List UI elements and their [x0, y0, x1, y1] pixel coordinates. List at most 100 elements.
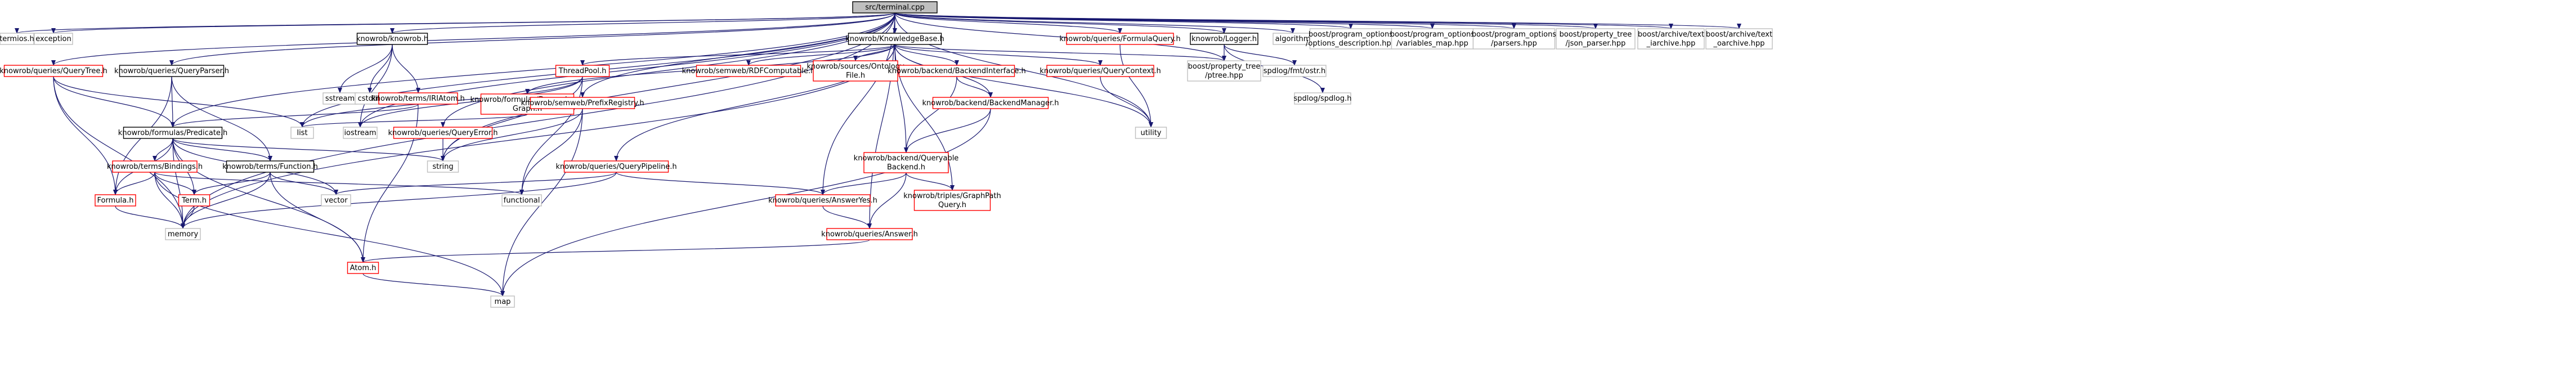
edge-kb-to-ptree — [894, 44, 1226, 61]
edge-querytree-to-predicate — [53, 76, 175, 128]
node-label: knowrob/backend/BackendInterface.h — [888, 67, 1025, 75]
node-bindings[interactable]: knowrob/terms/Bindings.h — [107, 160, 203, 173]
edge-querypipeline-to-vector — [334, 172, 617, 195]
node-label: src/terminal.cpp — [865, 3, 924, 12]
node-po_parsers: boost/program_options/parsers.hpp — [1472, 28, 1556, 50]
edge-threadpool-to-string — [441, 76, 583, 162]
edge-kb-to-backendif — [894, 44, 959, 66]
edge-querycontext-to-utility — [1100, 76, 1153, 128]
node-querytree[interactable]: knowrob/queries/QueryTree.h — [0, 65, 107, 77]
node-label: Atom.h — [350, 264, 377, 272]
edge-bindings-to-formula — [113, 172, 155, 195]
edges-layer — [15, 12, 1741, 297]
node-label: /variables_map.hpp — [1396, 39, 1468, 48]
node-label: knowrob/semweb/RDFComputable.h — [682, 67, 816, 75]
node-functional: functional — [501, 194, 542, 207]
node-box — [775, 194, 871, 207]
node-box — [165, 228, 201, 240]
edge-logger-to-fmt — [1224, 44, 1297, 66]
node-box — [1046, 65, 1154, 77]
edge-threadpool-to-iostream — [358, 76, 583, 128]
node-answeryes[interactable]: knowrob/queries/AnswerYes.h — [768, 194, 877, 207]
node-box — [1262, 65, 1327, 77]
node-predicate[interactable]: knowrob/formulas/Predicate.h — [118, 127, 227, 139]
node-queryparser[interactable]: knowrob/queries/QueryParser.h — [114, 65, 229, 77]
node-iriatom[interactable]: knowrob/terms/IRIAtom.h — [371, 92, 465, 105]
edge-formulaquery-to-utility — [1119, 44, 1153, 128]
node-label: knowrob/queries/QueryPipeline.h — [555, 163, 677, 171]
edge-root-to-queryparser — [169, 12, 895, 66]
node-queryerror[interactable]: knowrob/queries/QueryError.h — [388, 127, 498, 139]
node-root[interactable]: src/terminal.cpp — [852, 1, 938, 14]
edge-knowrob_h-to-cstdlib — [368, 44, 393, 93]
edge-function-to-vector — [270, 172, 338, 195]
node-box — [3, 65, 104, 77]
node-label: knowrob/terms/Bindings.h — [107, 163, 203, 171]
node-spdlog: spdlog/spdlog.h — [1294, 92, 1352, 105]
node-box — [898, 65, 1015, 77]
edge-kb-to-threadpool — [580, 44, 895, 66]
node-label: knowrob/queries/QueryParser.h — [114, 67, 229, 75]
node-threadpool[interactable]: ThreadPool.h — [555, 65, 610, 77]
node-logger[interactable]: knowrob/Logger.h — [1190, 33, 1258, 45]
node-box — [123, 127, 223, 139]
node-kb[interactable]: knowrob/KnowledgeBase.h — [845, 33, 944, 45]
node-po_var: boost/program_options/variables_map.hpp — [1390, 28, 1475, 50]
node-vector: vector — [321, 194, 351, 207]
node-rdfcomputable[interactable]: knowrob/semweb/RDFComputable.h — [682, 65, 816, 77]
edge-threadpool-to-functional — [519, 76, 583, 195]
node-answer[interactable]: knowrob/queries/Answer.h — [821, 228, 918, 240]
edge-answeryes-to-answer — [822, 205, 872, 229]
node-algorithm: algorithm — [1273, 33, 1313, 45]
edge-queryparser-to-function — [171, 76, 272, 162]
node-knowrob_h[interactable]: knowrob/knowrob.h — [356, 33, 428, 45]
node-label: /ptree.hpp — [1205, 71, 1243, 80]
node-label: utility — [1141, 129, 1162, 137]
node-term[interactable]: Term.h — [178, 194, 210, 207]
edge-backendif-to-queryable — [904, 76, 957, 153]
node-box — [1637, 28, 1705, 50]
node-formulaquery[interactable]: knowrob/queries/FormulaQuery.h — [1059, 33, 1181, 45]
node-label: algorithm — [1275, 35, 1311, 43]
edge-prefixreg-to-functional — [519, 108, 583, 195]
node-label: /parsers.hpp — [1491, 39, 1537, 48]
node-label: string — [432, 163, 453, 171]
node-backendif[interactable]: knowrob/backend/BackendInterface.h — [888, 65, 1026, 77]
node-label: knowrob/queries/QueryContext.h — [1040, 67, 1161, 75]
node-label: boost/property_tree — [1560, 30, 1632, 39]
node-box — [178, 194, 210, 207]
node-box — [563, 160, 669, 173]
node-label: boost/archive/text — [1706, 30, 1772, 39]
node-querycontext[interactable]: knowrob/queries/QueryContext.h — [1040, 65, 1161, 77]
node-label: spdlog/spdlog.h — [1294, 95, 1352, 103]
node-archive_ti: boost/archive/text_iarchive.hpp — [1637, 28, 1705, 50]
node-label: ThreadPool.h — [558, 67, 607, 75]
node-function[interactable]: knowrob/terms/Function.h — [222, 160, 318, 173]
edge-prefixreg-to-map — [500, 108, 583, 297]
node-label: boost/program_options — [1390, 30, 1475, 39]
edge-kb-to-utility — [894, 44, 1153, 128]
node-label: knowrob/backend/Queryable — [854, 154, 959, 163]
edge-function-to-term — [192, 172, 271, 195]
node-utility: utility — [1135, 127, 1167, 139]
edge-root-to-formulaquery — [894, 12, 1122, 34]
node-prefixreg[interactable]: knowrob/semweb/PrefixRegistry.h — [521, 97, 644, 109]
node-box — [226, 160, 315, 173]
node-box — [1190, 33, 1258, 45]
node-label: list — [297, 129, 307, 137]
node-backendmgr[interactable]: knowrob/backend/BackendManager.h — [922, 97, 1059, 109]
node-querypipeline[interactable]: knowrob/queries/QueryPipeline.h — [555, 160, 677, 173]
node-label: /options_description.hpp — [1306, 39, 1396, 48]
edge-bindings-to-map — [154, 172, 505, 297]
edge-root-to-querytree — [51, 12, 895, 66]
node-label: knowrob/queries/FormulaQuery.h — [1059, 35, 1180, 43]
node-formula[interactable]: Formula.h — [95, 194, 136, 207]
edge-atom-to-map — [362, 273, 505, 297]
node-box — [848, 33, 942, 45]
node-label: /json_parser.hpp — [1566, 39, 1626, 48]
node-atom[interactable]: Atom.h — [347, 262, 379, 274]
